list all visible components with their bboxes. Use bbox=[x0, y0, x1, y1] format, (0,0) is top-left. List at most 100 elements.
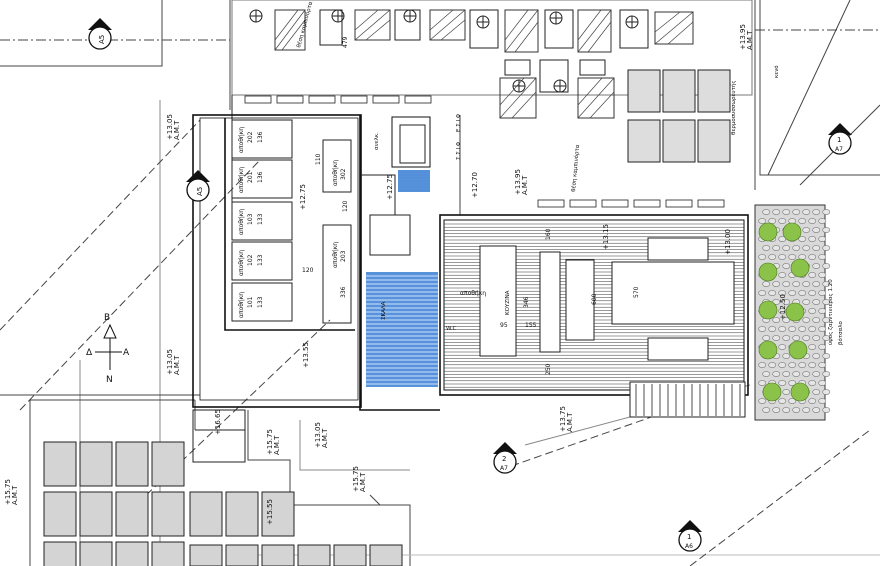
pebble bbox=[808, 218, 817, 224]
pebble bbox=[802, 281, 811, 287]
pebble bbox=[812, 245, 821, 251]
pebble bbox=[822, 371, 831, 377]
pebble bbox=[758, 362, 767, 368]
pebble bbox=[778, 398, 787, 404]
solar-panel bbox=[151, 491, 185, 537]
deck bbox=[443, 219, 746, 418]
storage-rooms bbox=[231, 119, 426, 324]
svg-text:+16.65: +16.65 bbox=[214, 409, 222, 435]
pebble bbox=[798, 290, 807, 296]
svg-text:+13.05: +13.05 bbox=[166, 114, 174, 140]
lift-label: ανελκ. bbox=[374, 132, 380, 150]
svg-text:600: 600 bbox=[591, 293, 598, 305]
pebble bbox=[818, 218, 827, 224]
pebble bbox=[812, 299, 821, 305]
pebble bbox=[792, 245, 801, 251]
pebble bbox=[782, 281, 791, 287]
pebble bbox=[772, 371, 781, 377]
pebble bbox=[778, 380, 787, 386]
svg-text:120: 120 bbox=[342, 200, 349, 212]
pebble bbox=[802, 335, 811, 341]
pebble bbox=[808, 272, 817, 278]
svg-text:A.M.T: A.M.T bbox=[321, 428, 329, 448]
pebble bbox=[762, 245, 771, 251]
room-width: 136 bbox=[257, 131, 264, 143]
pebble bbox=[808, 254, 817, 260]
room-label: αποθήκη bbox=[238, 127, 245, 153]
solar-panel bbox=[43, 491, 77, 537]
pebble bbox=[762, 209, 771, 215]
pebble bbox=[782, 389, 791, 395]
solar-panel bbox=[43, 441, 77, 487]
room-label: αποθήκη bbox=[332, 242, 339, 268]
svg-text:+15.75: +15.75 bbox=[352, 466, 360, 492]
pebble bbox=[798, 326, 807, 332]
plant-shrub bbox=[758, 262, 778, 282]
solar-panel bbox=[43, 541, 77, 566]
room-numbers: 202 136 201 136 103 133 102 133 101 133 … bbox=[247, 131, 347, 308]
pebble bbox=[778, 344, 787, 350]
room-width: 336 bbox=[340, 286, 347, 298]
pebble bbox=[808, 236, 817, 242]
svg-text:+13.95: +13.95 bbox=[514, 169, 522, 195]
svg-text:570: 570 bbox=[633, 286, 640, 298]
room-label: αποθήκη bbox=[332, 160, 339, 186]
pebble bbox=[812, 353, 821, 359]
pebble bbox=[812, 317, 821, 323]
pebble bbox=[758, 380, 767, 386]
plant-shrub bbox=[782, 222, 802, 242]
pebble bbox=[818, 236, 827, 242]
plant-shrub bbox=[758, 340, 778, 360]
svg-text:A.M.T: A.M.T bbox=[359, 472, 367, 492]
svg-text:+13.05: +13.05 bbox=[166, 349, 174, 375]
plant-shrub bbox=[762, 382, 782, 402]
pebble bbox=[818, 326, 827, 332]
svg-text:+13.75: +13.75 bbox=[559, 406, 567, 432]
svg-text:+12.70: +12.70 bbox=[471, 172, 479, 198]
pebble bbox=[762, 407, 771, 413]
section-marker-5: 1 A6 bbox=[678, 520, 702, 552]
svg-text:A.M.T: A.M.T bbox=[173, 120, 181, 140]
dimensions: 120 479 346 570 600 160 250 120 95 155 bbox=[302, 36, 640, 375]
solar-panel bbox=[297, 544, 331, 566]
room-number: 202 bbox=[247, 131, 254, 143]
pebble bbox=[772, 245, 781, 251]
room-label: αποθήκη bbox=[238, 250, 245, 276]
pebble bbox=[812, 335, 821, 341]
pebble bbox=[768, 362, 777, 368]
pebble bbox=[778, 236, 787, 242]
pebble bbox=[812, 389, 821, 395]
pebble bbox=[768, 326, 777, 332]
pebble bbox=[822, 209, 831, 215]
pebble bbox=[802, 371, 811, 377]
pebble bbox=[758, 218, 767, 224]
compass-north: B bbox=[104, 313, 110, 323]
solar-panels-top bbox=[627, 69, 731, 163]
pebble bbox=[808, 326, 817, 332]
section-marker-2: A5 bbox=[186, 170, 210, 202]
pebble bbox=[818, 290, 827, 296]
solar-panel bbox=[369, 544, 403, 566]
gravel-label: βότσαλο bbox=[837, 320, 844, 345]
pebble bbox=[782, 245, 791, 251]
planter bbox=[754, 204, 831, 421]
plant-shrub bbox=[758, 300, 778, 320]
plant-shrub bbox=[788, 340, 808, 360]
section-marker-3: 2 A7 bbox=[493, 442, 517, 474]
pebble bbox=[808, 290, 817, 296]
pebble bbox=[812, 371, 821, 377]
solar-panel bbox=[151, 541, 185, 566]
wc-label: W.C bbox=[446, 326, 457, 332]
pebble bbox=[802, 407, 811, 413]
pebble bbox=[808, 308, 817, 314]
solar-panel bbox=[115, 441, 149, 487]
hatched-units bbox=[274, 9, 694, 119]
pebble bbox=[798, 362, 807, 368]
pebble bbox=[822, 353, 831, 359]
pebble bbox=[802, 245, 811, 251]
pebble bbox=[782, 353, 791, 359]
pebble bbox=[812, 281, 821, 287]
pebble bbox=[772, 317, 781, 323]
plant-shrub bbox=[785, 302, 805, 322]
